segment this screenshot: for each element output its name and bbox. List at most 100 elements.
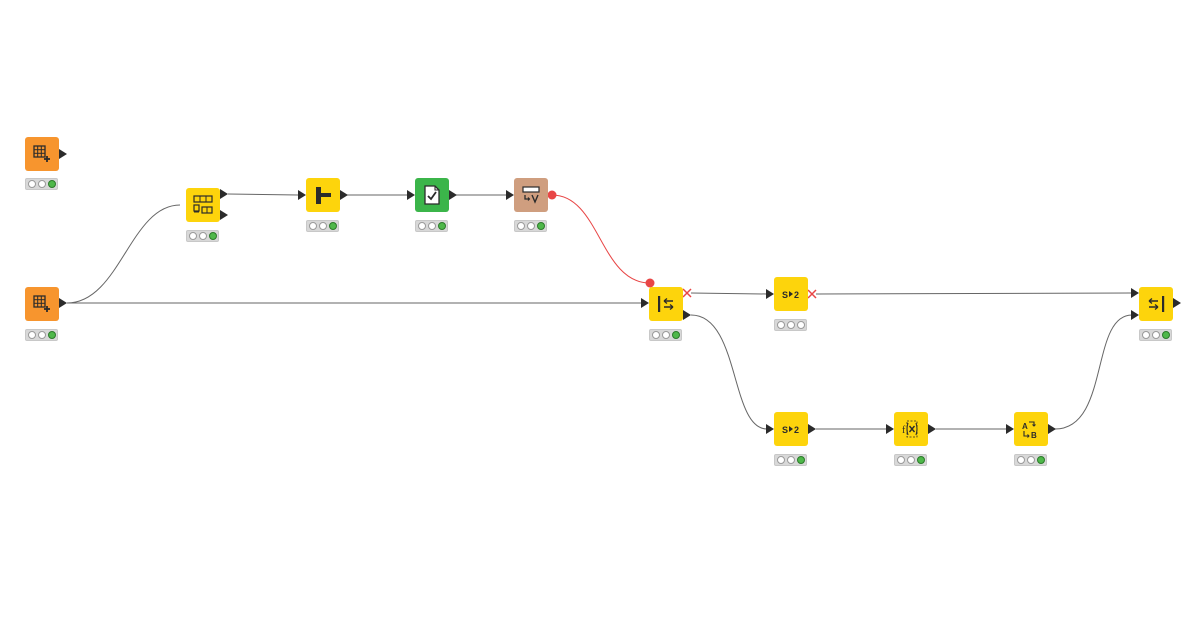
input-port[interactable] (766, 289, 774, 299)
table-splitter-node[interactable] (186, 188, 220, 222)
table-to-variable-node[interactable] (514, 178, 548, 212)
status-light-red (777, 321, 785, 329)
status-light-yellow (527, 222, 535, 230)
string-to-number-node[interactable]: S 2 (774, 277, 808, 311)
table-creator-node[interactable] (25, 137, 59, 171)
table-to-variable-icon (522, 186, 540, 204)
column-filter-node[interactable] (306, 178, 340, 212)
string-to-number-node[interactable]: S 2 (774, 412, 808, 446)
connection-wire[interactable] (690, 292, 768, 295)
table-creator-node[interactable] (25, 287, 59, 321)
status-light-yellow (907, 456, 915, 464)
status-light-green (329, 222, 337, 230)
status-light-yellow (1027, 456, 1035, 464)
node-status-indicator (415, 220, 448, 232)
svg-text:f: f (902, 425, 906, 436)
status-light-yellow (428, 222, 436, 230)
input-port[interactable] (641, 298, 649, 308)
connection-wire[interactable] (66, 204, 181, 304)
output-port-bottom[interactable] (683, 310, 691, 320)
status-light-red (777, 456, 785, 464)
input-port[interactable] (506, 190, 514, 200)
flow-variable-connection[interactable] (551, 194, 651, 284)
validator-node[interactable] (415, 178, 449, 212)
status-light-yellow (319, 222, 327, 230)
node-status-indicator (186, 230, 219, 242)
string-to-number-icon: S 2 (782, 425, 799, 435)
status-light-green (797, 321, 805, 329)
function-icon: f (902, 420, 918, 438)
svg-text:B: B (1031, 431, 1037, 440)
output-port[interactable] (59, 149, 67, 159)
status-light-green (48, 331, 56, 339)
svg-text:S: S (782, 290, 788, 300)
node-status-indicator (774, 319, 807, 331)
output-port[interactable] (449, 190, 457, 200)
status-light-red (1017, 456, 1025, 464)
status-light-green (48, 180, 56, 188)
flow-variable-out-port[interactable] (547, 190, 557, 200)
flow-variable-in-port[interactable] (645, 278, 655, 288)
table-plus-icon (33, 145, 50, 162)
status-light-yellow (787, 321, 795, 329)
input-port-bottom[interactable] (1131, 310, 1139, 320)
status-light-yellow (199, 232, 207, 240)
node-status-indicator (774, 454, 807, 466)
math-formula-node[interactable]: f (894, 412, 928, 446)
input-port[interactable] (886, 424, 894, 434)
node-status-indicator (25, 178, 58, 190)
node-status-indicator (649, 329, 682, 341)
node-status-indicator (25, 329, 58, 341)
status-light-red (517, 222, 525, 230)
node-status-indicator (306, 220, 339, 232)
string-to-number-icon: S 2 (782, 290, 799, 300)
status-light-green (438, 222, 446, 230)
status-light-red (418, 222, 426, 230)
connection-wire[interactable] (690, 314, 768, 430)
status-light-red (1142, 331, 1150, 339)
status-light-red (189, 232, 197, 240)
output-port[interactable] (59, 298, 67, 308)
node-status-indicator (514, 220, 547, 232)
input-port-top[interactable] (1131, 288, 1139, 298)
input-port[interactable] (766, 424, 774, 434)
inactive-port-icon (682, 288, 692, 298)
end-if-icon (1148, 296, 1165, 312)
connection-wire[interactable] (1054, 314, 1133, 430)
svg-text:2: 2 (794, 425, 799, 435)
output-port[interactable] (340, 190, 348, 200)
column-filter-icon (316, 187, 331, 204)
input-port[interactable] (1006, 424, 1014, 434)
status-light-green (1037, 456, 1045, 464)
column-rename-node[interactable]: A B (1014, 412, 1048, 446)
status-light-green (672, 331, 680, 339)
if-switch-node[interactable] (649, 287, 683, 321)
rename-icon: A B (1022, 421, 1037, 440)
status-light-green (797, 456, 805, 464)
svg-text:2: 2 (794, 290, 799, 300)
output-port[interactable] (1048, 424, 1056, 434)
input-port[interactable] (298, 190, 306, 200)
output-port-bottom[interactable] (220, 210, 228, 220)
output-port[interactable] (928, 424, 936, 434)
node-status-indicator (894, 454, 927, 466)
status-light-red (28, 331, 36, 339)
status-light-yellow (38, 180, 46, 188)
status-light-red (652, 331, 660, 339)
connection-wire[interactable] (227, 193, 299, 196)
end-if-node[interactable] (1139, 287, 1173, 321)
output-port[interactable] (808, 424, 816, 434)
status-light-red (28, 180, 36, 188)
status-light-green (209, 232, 217, 240)
status-light-green (1162, 331, 1170, 339)
svg-text:S: S (782, 425, 788, 435)
output-port[interactable] (1173, 298, 1181, 308)
status-light-yellow (1152, 331, 1160, 339)
output-port-top[interactable] (220, 189, 228, 199)
svg-text:A: A (1022, 422, 1028, 431)
input-port[interactable] (407, 190, 415, 200)
connection-wire[interactable] (815, 292, 1133, 295)
status-light-yellow (662, 331, 670, 339)
